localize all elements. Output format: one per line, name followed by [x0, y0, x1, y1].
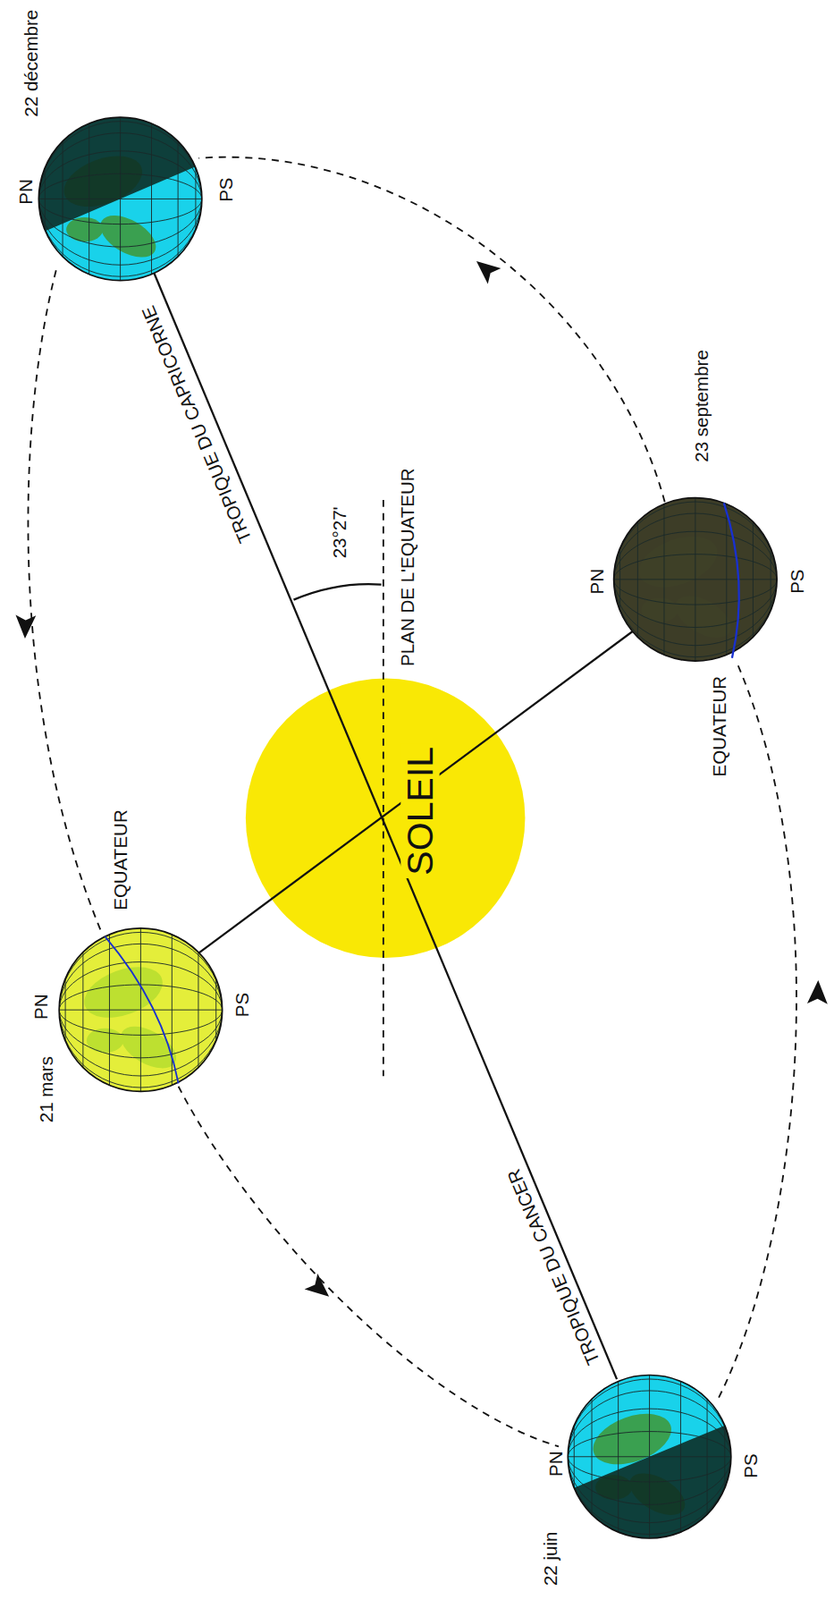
meridian-line [58, 931, 222, 1087]
globe-surface [58, 927, 222, 1091]
axis-lines [152, 269, 714, 1379]
pole-label: PS [788, 568, 808, 593]
equator-label: EQUATEUR [710, 675, 730, 777]
equator-label: EQUATEUR [110, 808, 130, 910]
sun-node: SOLEIL [245, 677, 526, 958]
meridian-line [38, 133, 202, 266]
land-mass [86, 1027, 124, 1053]
night-side [614, 497, 777, 661]
equator-line [104, 935, 178, 1083]
equator-line [724, 502, 740, 658]
tropic-label: TROPIQUE DU CAPRICORNE [138, 303, 254, 546]
pole-label: PN [546, 1449, 565, 1476]
sun-label: SOLEIL [400, 742, 439, 878]
meridian-line [38, 121, 202, 278]
tropic-line [152, 269, 617, 1379]
globe-surface [614, 497, 777, 661]
meridian-line [58, 943, 222, 1076]
pole-label: PS [217, 176, 236, 202]
meridian-line [38, 151, 202, 247]
pole-label: PS [233, 992, 253, 1017]
orbit-arrowhead [470, 252, 502, 284]
land-mass [66, 217, 103, 242]
plane-label: PLAN DE L'EQUATEUR [398, 467, 418, 666]
orbit-segment [178, 1086, 559, 1447]
earth-globe [58, 927, 222, 1091]
meridian-line [614, 578, 777, 580]
earth-globe [614, 497, 777, 661]
land-mass [93, 206, 164, 266]
angle-arc [293, 583, 381, 600]
orbit-arrows [15, 252, 829, 1304]
meridian-line [614, 554, 777, 605]
meridian-line [567, 1390, 731, 1523]
date-label: 22 décembre [21, 9, 41, 118]
meridian-line [567, 1407, 731, 1504]
meridian-line [614, 530, 777, 627]
land-mass [113, 1017, 184, 1077]
orbit-arrowhead [15, 614, 37, 639]
globe-outline [38, 117, 202, 280]
orbit [27, 157, 797, 1447]
tropic-label: TROPIQUE DU CANCER [504, 1165, 603, 1367]
meridian-line [38, 198, 202, 200]
pole-label: PS [741, 1452, 761, 1477]
night-side [572, 1423, 759, 1567]
globe-outline [567, 1374, 731, 1538]
meridian-line [38, 173, 202, 224]
meridian-line [58, 1009, 222, 1011]
globe-body [58, 927, 222, 1091]
orbit-segment [198, 157, 665, 502]
land-mass [77, 956, 170, 1027]
pole-label: PN [16, 178, 35, 205]
globe-body [614, 497, 777, 661]
meridian-line [567, 1455, 731, 1457]
meridian-line [58, 961, 222, 1058]
meridian-line [567, 1378, 731, 1534]
date-label: 23 septembre [692, 349, 712, 463]
earth-globe [567, 1374, 759, 1568]
orbit-arrowhead [807, 979, 829, 1004]
pole-label: PN [31, 993, 51, 1020]
globe-outline [614, 497, 777, 661]
pole-label: PN [587, 568, 607, 595]
sun-disc [245, 677, 526, 958]
meridian-line [58, 984, 222, 1035]
date-label: 22 juin [541, 1531, 561, 1586]
meridian-line [614, 501, 777, 658]
globe-body [567, 1374, 759, 1568]
date-label: 21 mars [36, 1055, 56, 1122]
meridian-line [614, 513, 777, 646]
equinox-line [154, 571, 714, 986]
globe-outline [58, 927, 222, 1091]
equator-plane-line [382, 499, 385, 1076]
globes [9, 87, 777, 1568]
orbit-segment [27, 269, 102, 933]
orbit-segment [718, 660, 797, 1398]
meridian-line [567, 1431, 731, 1482]
angle-label: 23°27' [329, 505, 349, 558]
orbit-arrowhead [304, 1272, 337, 1304]
